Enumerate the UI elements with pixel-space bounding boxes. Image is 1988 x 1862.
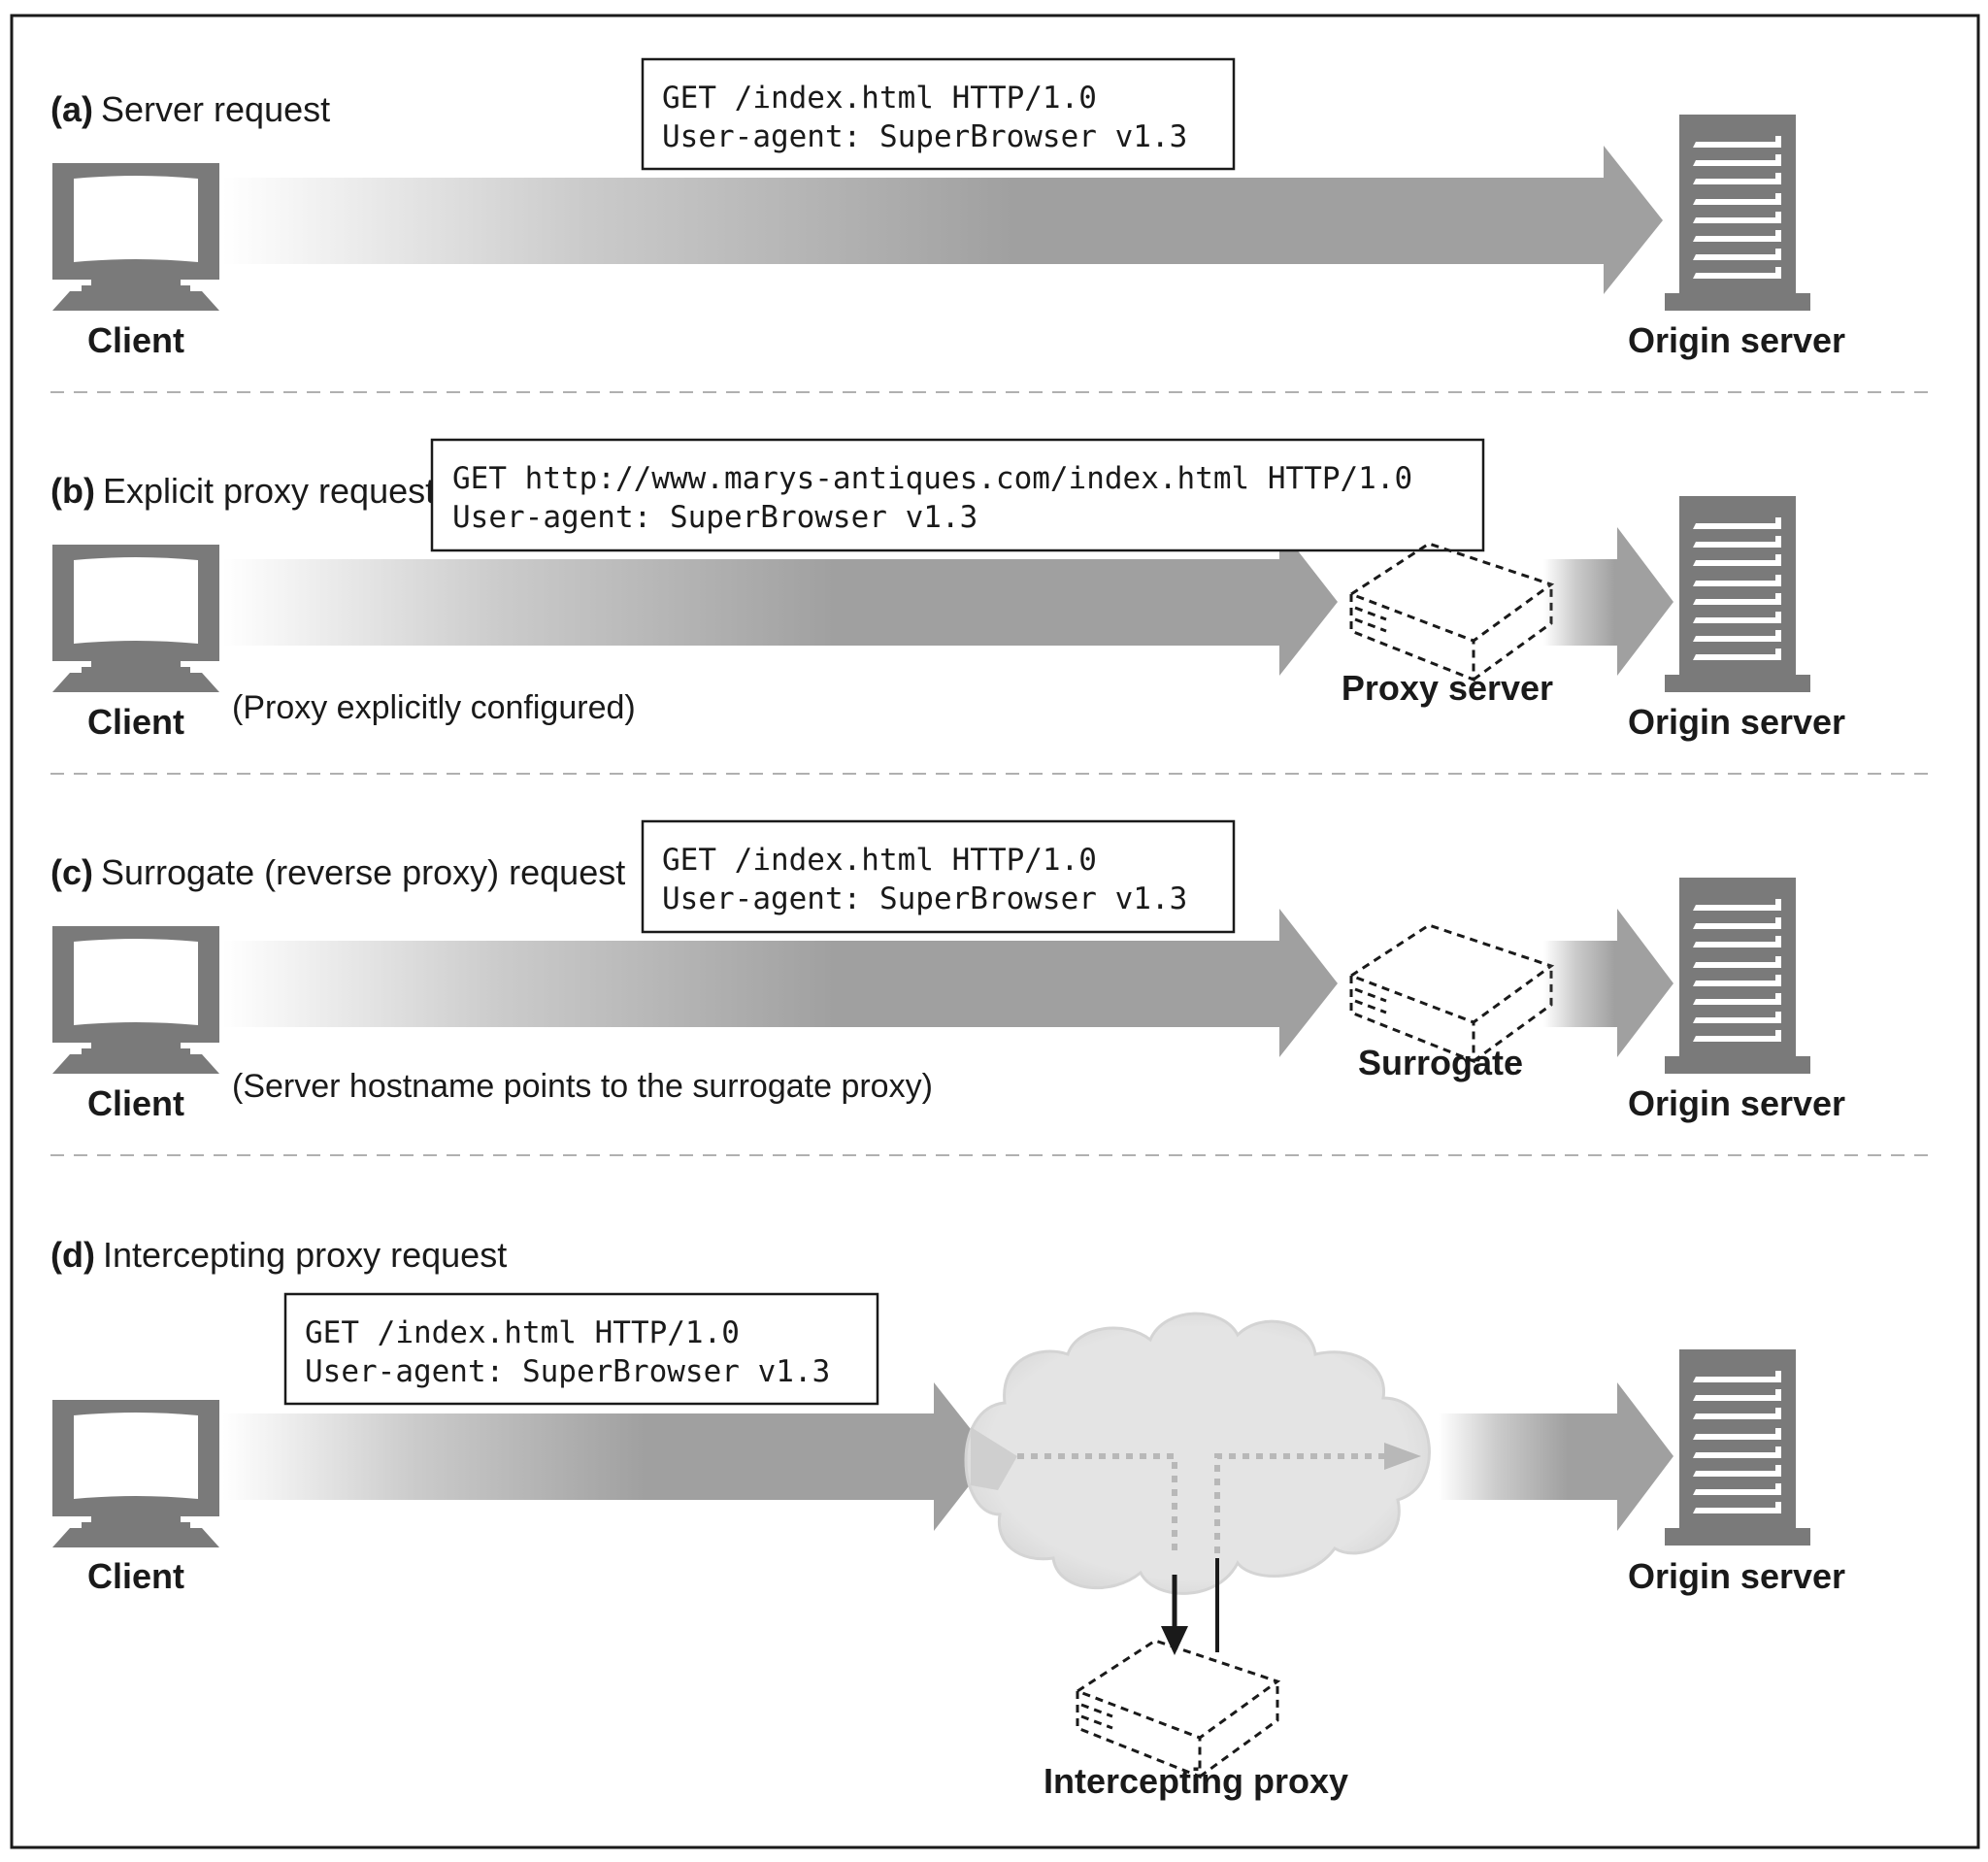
panel-b-explicit-proxy: (b)Explicit proxy request Client (Proxy … bbox=[50, 438, 1845, 742]
request-line-1: GET /index.html HTTP/1.0 bbox=[662, 843, 1097, 878]
request-line-2: User-agent: SuperBrowser v1.3 bbox=[305, 1354, 830, 1389]
origin-server-icon bbox=[1665, 115, 1810, 311]
client-monitor-icon bbox=[52, 926, 219, 1074]
surrogate-label: Surrogate bbox=[1358, 1043, 1523, 1082]
origin-server-icon bbox=[1665, 1349, 1810, 1546]
intercepting-proxy-label: Intercepting proxy bbox=[1044, 1761, 1348, 1801]
request-box bbox=[430, 438, 1485, 552]
intercepting-proxy-icon bbox=[1076, 1639, 1279, 1779]
panel-b-title: (b)Explicit proxy request bbox=[50, 471, 435, 511]
forward-arrow bbox=[1543, 527, 1673, 676]
request-box bbox=[641, 57, 1236, 171]
client-monitor-icon bbox=[52, 1400, 219, 1547]
request-line-2: User-agent: SuperBrowser v1.3 bbox=[452, 500, 977, 535]
client-label: Client bbox=[87, 320, 184, 360]
proxy-config-note: (Proxy explicitly configured) bbox=[232, 689, 636, 726]
panel-c-surrogate: (c)Surrogate (reverse proxy) request Cli… bbox=[50, 819, 1845, 1123]
origin-server-label: Origin server bbox=[1628, 1556, 1845, 1596]
origin-server-icon bbox=[1665, 496, 1810, 692]
client-monitor-icon bbox=[52, 163, 219, 311]
forward-arrow bbox=[1439, 1382, 1673, 1531]
forward-arrow bbox=[1543, 909, 1673, 1057]
request-arrow bbox=[222, 1382, 992, 1531]
request-arrow bbox=[222, 527, 1338, 676]
request-box bbox=[283, 1292, 879, 1406]
request-arrow bbox=[222, 146, 1663, 294]
proxy-server-icon bbox=[1349, 542, 1553, 682]
client-label: Client bbox=[87, 702, 184, 742]
panel-d-title: (d)Intercepting proxy request bbox=[50, 1235, 507, 1275]
origin-server-label: Origin server bbox=[1628, 702, 1845, 742]
surrogate-note: (Server hostname points to the surrogate… bbox=[232, 1068, 933, 1105]
panel-d-intercepting-proxy: (d)Intercepting proxy request Client GET… bbox=[50, 1235, 1845, 1801]
request-arrow bbox=[222, 909, 1338, 1057]
request-line-1: GET /index.html HTTP/1.0 bbox=[305, 1315, 740, 1350]
origin-server-icon bbox=[1665, 878, 1810, 1074]
request-line-2: User-agent: SuperBrowser v1.3 bbox=[662, 119, 1187, 154]
panel-a-title: (a)Server request bbox=[50, 89, 330, 129]
panel-c-title: (c)Surrogate (reverse proxy) request bbox=[50, 852, 625, 892]
origin-server-label: Origin server bbox=[1628, 320, 1845, 360]
panel-a-server-request: (a)Server request Client GET /index.html… bbox=[50, 57, 1845, 360]
diagram-frame bbox=[10, 14, 1980, 1849]
request-line-1: GET http://www.marys-antiques.com/index.… bbox=[452, 461, 1412, 496]
origin-server-label: Origin server bbox=[1628, 1083, 1845, 1123]
client-label: Client bbox=[87, 1556, 184, 1596]
surrogate-icon bbox=[1349, 923, 1553, 1063]
request-line-1: GET /index.html HTTP/1.0 bbox=[662, 81, 1097, 116]
intercept-arrowhead-icon bbox=[1161, 1626, 1188, 1655]
network-cloud-icon bbox=[964, 1312, 1431, 1595]
request-box bbox=[641, 819, 1236, 934]
client-monitor-icon bbox=[52, 545, 219, 692]
request-line-2: User-agent: SuperBrowser v1.3 bbox=[662, 881, 1187, 916]
client-label: Client bbox=[87, 1083, 184, 1123]
proxy-server-label: Proxy server bbox=[1342, 668, 1553, 708]
